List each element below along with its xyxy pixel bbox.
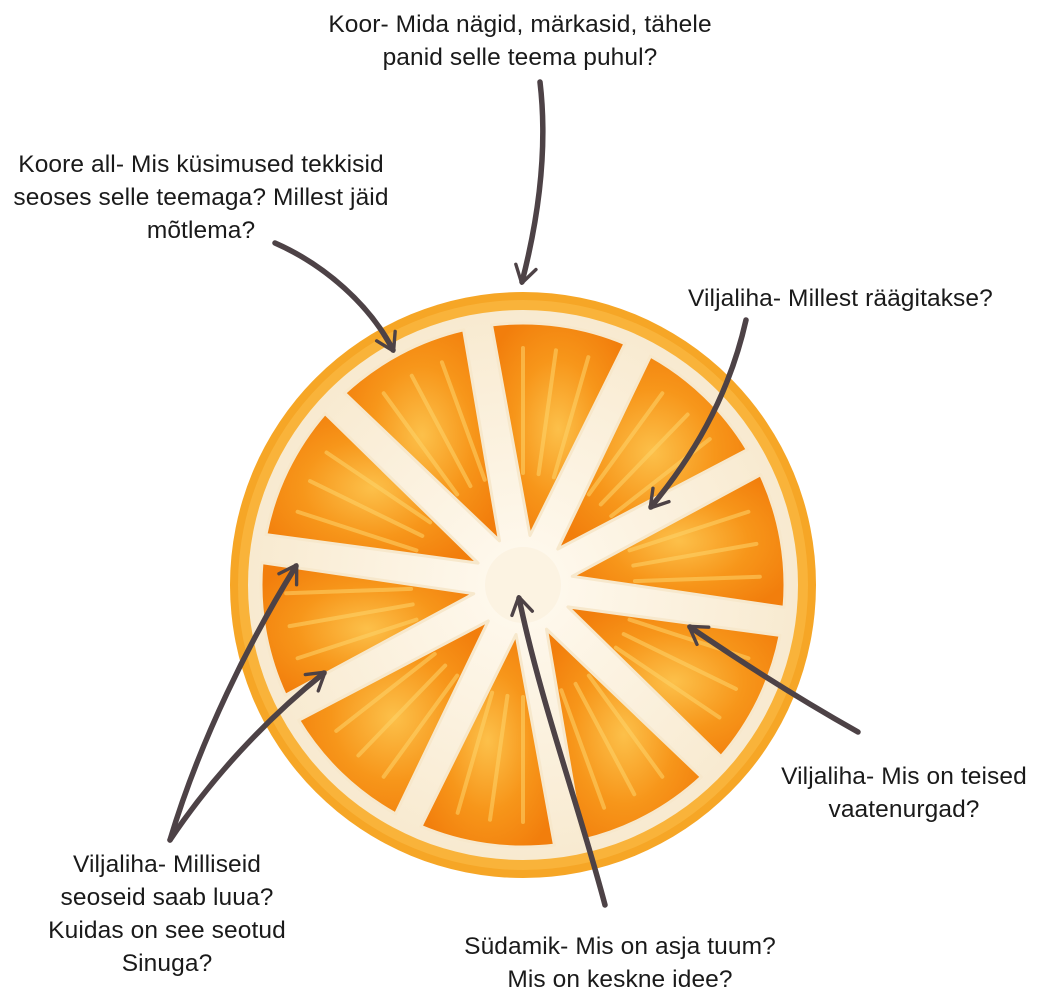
arrow-koor: [522, 82, 543, 282]
label-viljaliha-3-line-1: Viljaliha- Milliseid: [22, 848, 312, 881]
label-viljaliha-3-line-4: Sinuga?: [22, 947, 312, 980]
label-viljaliha-3-line-2: seoseid saab luua?: [22, 881, 312, 914]
label-sudamik-line-2: Mis on keskne idee?: [450, 963, 790, 996]
label-koore-all-line-2: seoses selle teemaga? Millest jäid: [0, 181, 402, 214]
label-sudamik: Südamik- Mis on asja tuum? Mis on keskne…: [450, 930, 790, 996]
label-viljaliha-1-line-1: Viljaliha- Millest räägitakse?: [688, 282, 993, 315]
label-viljaliha-3: Viljaliha- Milliseid seoseid saab luua? …: [22, 848, 312, 980]
label-viljaliha-2: Viljaliha- Mis on teised vaatenurgad?: [770, 760, 1038, 826]
label-viljaliha-3-line-3: Kuidas on see seotud: [22, 914, 312, 947]
label-sudamik-line-1: Südamik- Mis on asja tuum?: [450, 930, 790, 963]
label-koor-line-2: panid selle teema puhul?: [300, 41, 740, 74]
label-koor-line-1: Koor- Mida nägid, märkasid, tähele: [300, 8, 740, 41]
label-koore-all-line-1: Koore all- Mis küsimused tekkisid: [0, 148, 402, 181]
label-koore-all: Koore all- Mis küsimused tekkisid seoses…: [0, 148, 402, 247]
label-koor: Koor- Mida nägid, märkasid, tähele panid…: [300, 8, 740, 74]
label-viljaliha-1: Viljaliha- Millest räägitakse?: [688, 282, 993, 315]
label-viljaliha-2-line-2: vaatenurgad?: [770, 793, 1038, 826]
label-viljaliha-2-line-1: Viljaliha- Mis on teised: [770, 760, 1038, 793]
label-koore-all-line-3: mõtlema?: [0, 214, 402, 247]
